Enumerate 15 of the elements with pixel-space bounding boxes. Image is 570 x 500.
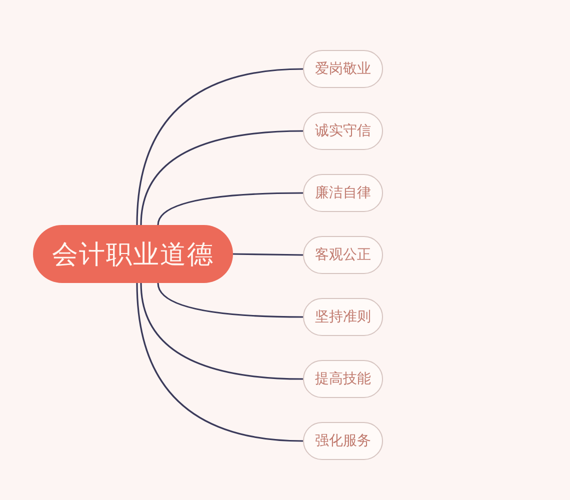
subtopic-node: 诚实守信 [303,112,383,150]
subtopic-node: 爱岗敬业 [303,50,383,88]
subtopic-node: 坚持准则 [303,298,383,336]
connector-line [140,282,304,380]
subtopic-node: 提高技能 [303,360,383,398]
connector-line [157,282,303,318]
subtopic-node: 客观公正 [303,236,383,274]
connector-line [136,68,304,226]
subtopic-node: 廉洁自律 [303,174,383,212]
connector-line [140,130,304,226]
connector-line [136,282,304,442]
central-topic-node: 会计职业道德 [33,225,233,283]
connector-line [232,253,304,256]
connector-line [157,192,303,226]
subtopic-node: 强化服务 [303,422,383,460]
